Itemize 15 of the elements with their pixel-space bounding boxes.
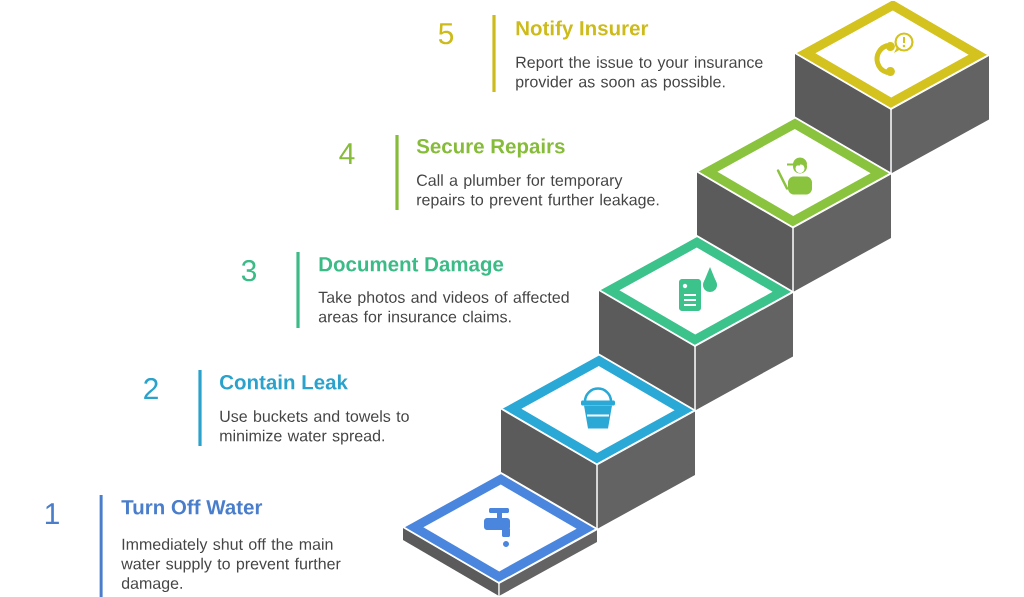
step-description: Call a plumber for temporary repairs to prevent further leakage. [417,174,659,209]
step-title: Turn Off Water [121,499,263,515]
step-description: Immediately shut off the main water supply to prevent further damage. [121,538,341,593]
step-title: Document Damage [319,257,504,276]
step-number: 1 [45,503,59,524]
step-title: Secure Repairs [416,138,565,158]
step-description: Use buckets and towels to minimize water spread. [220,410,409,445]
step-number: 4 [339,143,355,164]
step-description: Report the issue to your insurance provider as soon as possible. [516,56,763,91]
step-title: Notify Insurer [516,20,649,40]
step-number: 5 [438,23,454,45]
step-number: 3 [241,260,257,282]
step-number: 2 [144,378,158,399]
step-description: Take photos and videos of affected areas for insurance claims. [318,291,569,323]
step-title: Contain Leak [220,374,348,390]
